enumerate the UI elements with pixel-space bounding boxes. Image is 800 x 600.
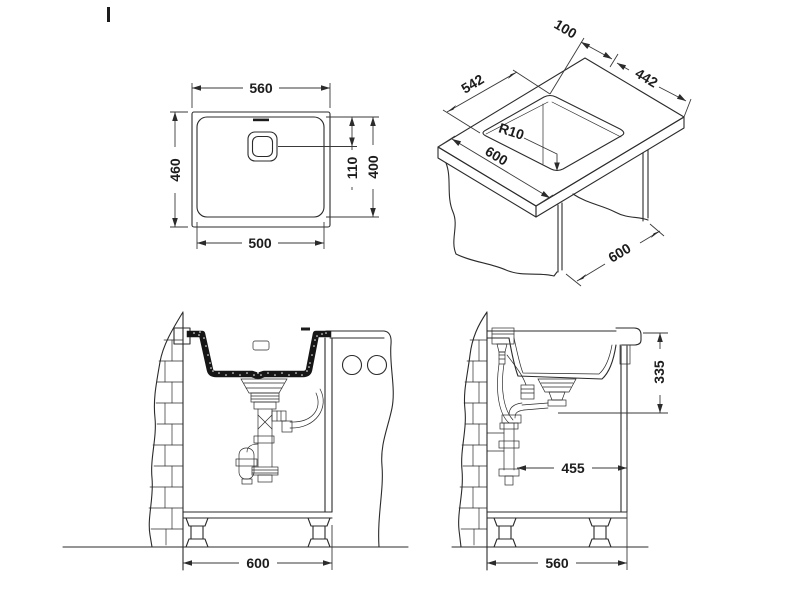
cabinet-foot bbox=[307, 517, 331, 548]
sink-outline bbox=[191, 111, 357, 228]
drain-square-outer bbox=[247, 131, 278, 162]
service-hole bbox=[341, 354, 363, 376]
plan-dimensions: 560 460 500 110 400 bbox=[167, 80, 381, 251]
worktop-cutout bbox=[482, 94, 625, 172]
dim-label-bowl-width: 500 bbox=[248, 235, 272, 251]
side-section-view: 335 455 560 bbox=[451, 311, 668, 571]
corner-tick-mark bbox=[107, 7, 110, 22]
front-cabinet bbox=[62, 337, 409, 548]
brick-courses bbox=[148, 339, 184, 546]
dim-label-worktop-to-waste: 335 bbox=[651, 360, 667, 384]
sink-front-lip bbox=[615, 327, 642, 346]
overflow-mark bbox=[253, 118, 269, 122]
granite-bowl-section bbox=[186, 330, 332, 380]
sink-rim-edge-left bbox=[485, 101, 549, 135]
fixing-clip bbox=[301, 327, 310, 331]
front-section-view: 600 bbox=[62, 311, 409, 571]
brick-courses bbox=[458, 339, 488, 546]
front-plumbing bbox=[235, 378, 324, 485]
sink-rim-edge-right bbox=[551, 101, 622, 138]
dim-label-corner-radius: R10 bbox=[497, 120, 527, 143]
dim-label-drain-offset: 110 bbox=[344, 156, 360, 179]
isometric-view: 542 100 442 R10 600 bbox=[437, 16, 692, 287]
side-tap-and-hoses bbox=[491, 327, 527, 424]
cabinet-foot bbox=[493, 517, 517, 548]
support-panels bbox=[445, 149, 649, 277]
torn-panel-edge bbox=[378, 330, 394, 548]
front-worktop bbox=[301, 327, 394, 548]
plan-view: 560 460 500 110 400 bbox=[167, 80, 381, 251]
dim-label-overall-depth: 460 bbox=[167, 158, 183, 182]
dim-label-cutout-depth: 542 bbox=[458, 71, 486, 97]
side-dimensions: 335 455 560 bbox=[487, 332, 668, 571]
dim-label-rear-offset: 100 bbox=[551, 16, 579, 42]
fixing-clamp bbox=[619, 344, 631, 365]
service-hole bbox=[366, 354, 388, 376]
dim-label-worktop-depth: 600 bbox=[605, 240, 633, 266]
side-worktop-and-bowl bbox=[486, 327, 642, 380]
cabinet-foot bbox=[588, 517, 612, 548]
overflow-slot bbox=[252, 340, 270, 351]
dim-label-cabinet-width: 600 bbox=[246, 555, 270, 571]
dim-label-cutout-width: 442 bbox=[632, 65, 660, 91]
iso-dimensions: 542 100 442 R10 600 bbox=[437, 16, 692, 287]
dim-label-cabinet-depth: 560 bbox=[545, 555, 569, 571]
dim-label-waste-to-front: 455 bbox=[561, 460, 585, 476]
dim-label-overall-width: 560 bbox=[249, 80, 273, 96]
side-cabinet bbox=[451, 345, 649, 548]
dim-label-bowl-depth: 400 bbox=[365, 155, 381, 179]
front-wall bbox=[148, 311, 191, 571]
side-wall bbox=[458, 311, 488, 571]
drain-square-inner bbox=[251, 135, 274, 158]
side-plumbing bbox=[486, 378, 577, 486]
cabinet-foot bbox=[185, 517, 209, 548]
front-dimension-600: 600 bbox=[183, 525, 333, 571]
